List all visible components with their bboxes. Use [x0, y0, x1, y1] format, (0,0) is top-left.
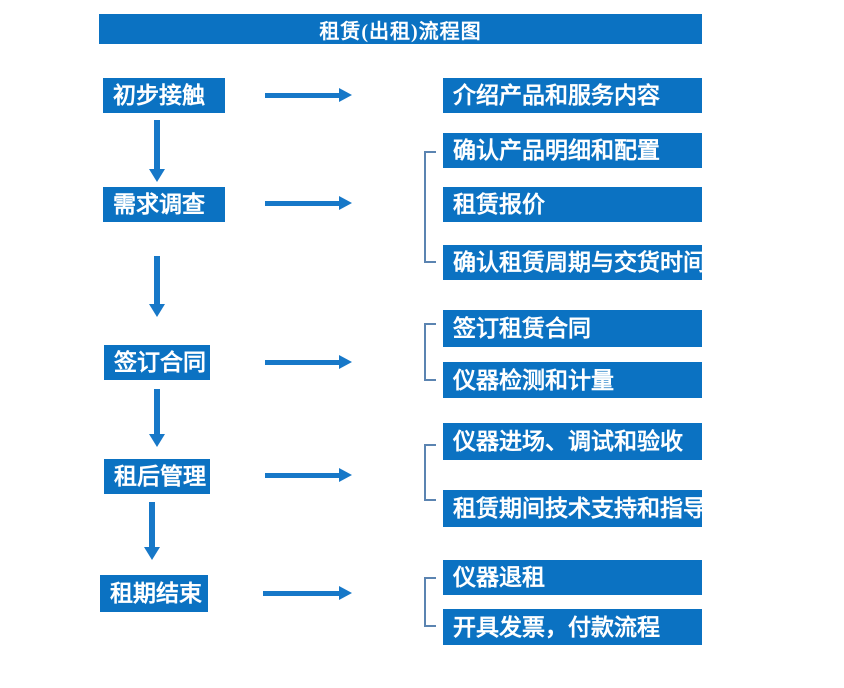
right-arrow-head [339, 586, 352, 600]
step-demand-survey: 需求调查 [103, 187, 225, 222]
right-arrow-shaft [265, 201, 340, 206]
detail-confirm-rental-period: 确认租赁周期与交货时间 [443, 245, 702, 280]
detail-confirm-product-details: 确认产品明细和配置 [443, 133, 702, 168]
down-arrow-icon [144, 502, 160, 560]
step-rental-end: 租期结束 [100, 575, 208, 612]
flowchart-title: 租赁(出租)流程图 [99, 14, 702, 44]
down-arrow-icon [149, 389, 165, 447]
right-arrow-icon [265, 355, 352, 369]
down-arrow-icon [149, 256, 165, 317]
down-arrow-head [149, 434, 165, 447]
down-arrow-shaft [149, 502, 155, 548]
right-arrow-head [339, 88, 352, 102]
bracket-connector [424, 323, 436, 381]
right-arrow-shaft [265, 93, 340, 98]
right-arrow-icon [265, 196, 352, 210]
step-post-rental-management: 租后管理 [104, 459, 210, 494]
bracket-connector [424, 444, 436, 501]
step-initial-contact: 初步接触 [103, 78, 225, 113]
down-arrow-head [149, 169, 165, 182]
down-arrow-head [149, 304, 165, 317]
detail-instrument-setup: 仪器进场、调试和验收 [443, 423, 702, 460]
right-arrow-icon [265, 468, 352, 482]
right-arrow-icon [263, 586, 352, 600]
detail-instrument-return: 仪器退租 [443, 560, 702, 595]
right-arrow-icon [265, 88, 352, 102]
bracket-connector [424, 151, 436, 263]
detail-technical-support: 租赁期间技术支持和指导 [443, 490, 702, 527]
bracket-connector [424, 577, 436, 627]
down-arrow-icon [149, 120, 165, 182]
right-arrow-shaft [263, 591, 340, 596]
right-arrow-head [339, 468, 352, 482]
down-arrow-shaft [154, 120, 160, 170]
detail-rental-quote: 租赁报价 [443, 187, 702, 222]
right-arrow-shaft [265, 473, 340, 478]
detail-invoice-payment: 开具发票，付款流程 [443, 609, 702, 645]
detail-sign-rental-contract: 签订租赁合同 [443, 310, 702, 347]
detail-instrument-testing: 仪器检测和计量 [443, 362, 702, 398]
right-arrow-shaft [265, 360, 340, 365]
step-sign-contract: 签订合同 [104, 345, 210, 380]
right-arrow-head [339, 355, 352, 369]
down-arrow-shaft [154, 389, 160, 435]
down-arrow-shaft [154, 256, 160, 305]
detail-introduce-products: 介绍产品和服务内容 [443, 78, 702, 113]
down-arrow-head [144, 547, 160, 560]
right-arrow-head [339, 196, 352, 210]
